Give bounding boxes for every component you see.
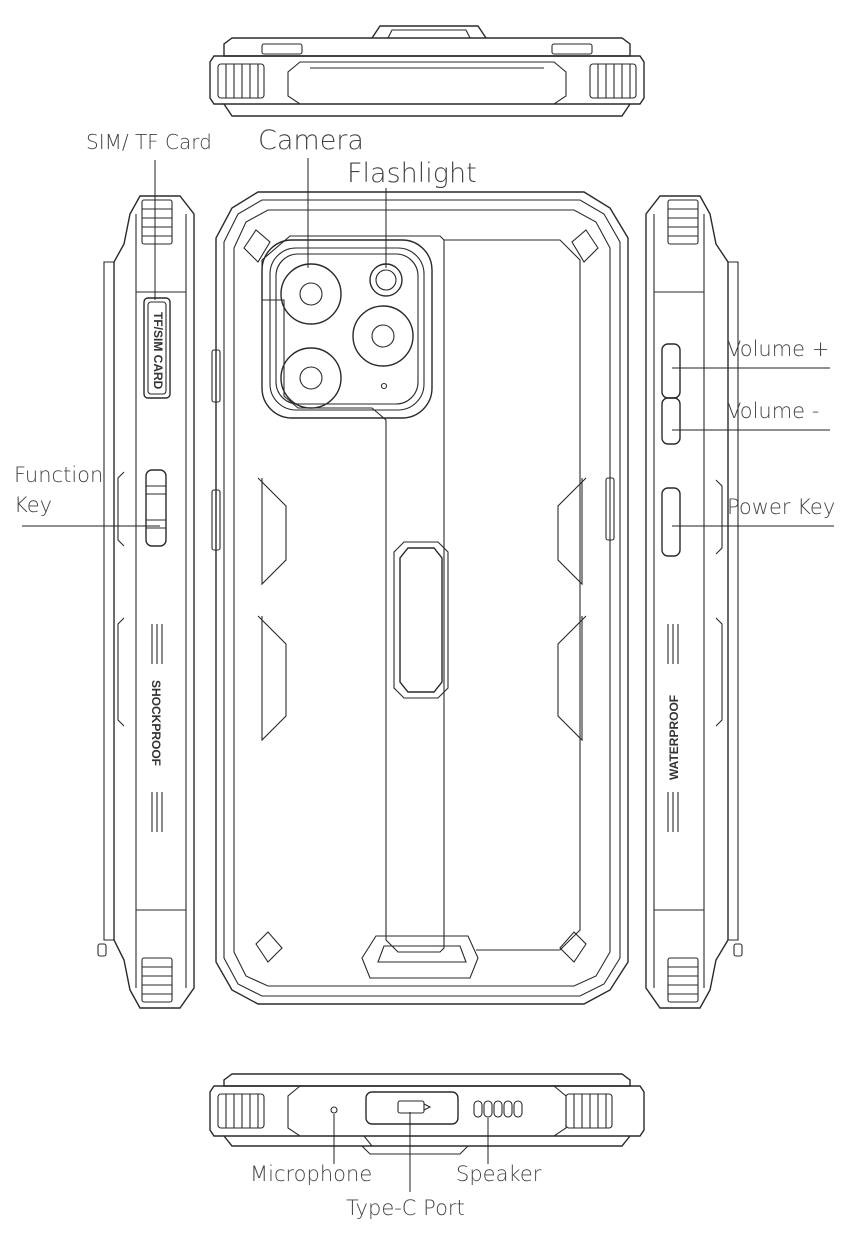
top-right-grille	[589, 63, 637, 99]
back-view	[211, 191, 629, 1005]
microphone-hole	[330, 1106, 338, 1114]
sim-tf-card-tray[interactable]	[143, 297, 171, 399]
waterproof-embossed-text: WATERPROOF	[667, 695, 681, 780]
camera-label: Camera	[258, 125, 364, 156]
shockproof-embossed-text: SHOCKPROOF	[149, 680, 163, 766]
volume-down-label: Volume -	[727, 399, 819, 423]
flashlight-ring	[369, 263, 403, 297]
type-c-port-cover[interactable]	[365, 1091, 459, 1125]
function-key-label-line2: Key	[14, 493, 52, 517]
bottom-left-grille	[217, 1093, 265, 1129]
bottom-view	[209, 1073, 645, 1155]
type-c-port-label: Type-C Port	[346, 1196, 465, 1220]
flashlight-label: Flashlight	[347, 158, 477, 189]
camera-sensor-dot	[380, 382, 388, 390]
power-key-label: Power Key	[727, 495, 835, 519]
volume-up-label: Volume +	[727, 337, 829, 361]
center-grip	[399, 547, 443, 693]
left-side-view	[97, 195, 195, 1009]
right-bottom-grille	[667, 957, 699, 1003]
volume-down-button[interactable]	[661, 397, 681, 445]
camera-lens-2	[352, 305, 414, 367]
left-bottom-grille	[141, 957, 173, 1003]
microphone-label: Microphone	[250, 1162, 372, 1186]
bottom-right-grille	[565, 1093, 613, 1129]
right-top-grille	[667, 199, 699, 245]
function-key[interactable]	[145, 469, 167, 547]
left-top-grille	[141, 199, 173, 245]
sim-tf-card-label: SIM/ TF Card	[86, 130, 212, 154]
camera-lens-1	[280, 263, 342, 325]
right-ribs-lower	[667, 792, 679, 832]
left-ribs-upper	[151, 624, 163, 664]
right-side-view	[645, 195, 743, 1009]
camera-module	[261, 239, 433, 419]
function-key-label-line1: Function	[14, 463, 103, 487]
camera-lens-3	[280, 347, 342, 409]
top-view	[209, 25, 645, 117]
left-ribs-lower	[151, 792, 163, 832]
top-left-grille	[217, 63, 265, 99]
right-ribs-upper	[667, 624, 679, 664]
volume-up-button[interactable]	[661, 343, 681, 399]
power-key-button[interactable]	[661, 487, 681, 557]
speaker-label: Speaker	[456, 1162, 542, 1186]
tray-embossed-text: TF/SIM CARD	[151, 312, 165, 390]
bottom-notch	[361, 935, 479, 979]
speaker-holes	[473, 1100, 523, 1118]
